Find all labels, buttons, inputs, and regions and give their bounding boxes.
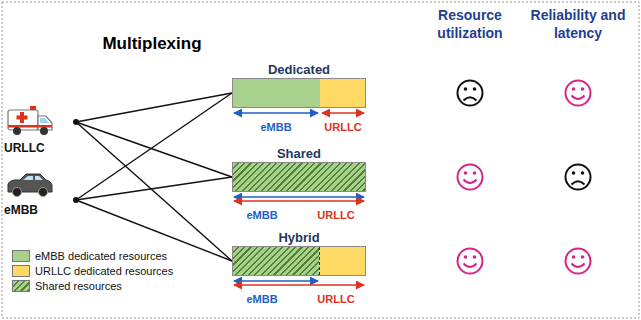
legend-text: eMBB dedicated resources: [35, 250, 167, 262]
traffic-source: eMBB: [4, 170, 76, 218]
legend-swatch: [12, 280, 30, 292]
urllc-span: [234, 200, 364, 202]
legend-row: Shared resources: [12, 280, 173, 292]
legend-row: URLLC dedicated resources: [12, 265, 173, 277]
scheme-heading: Hybrid: [232, 230, 366, 246]
happy-face: [458, 249, 483, 274]
wheel: [13, 127, 21, 135]
resource-part: [320, 79, 365, 107]
label-slot: eMBB: [246, 117, 306, 135]
resource-bar: [232, 162, 366, 192]
sad-face: [458, 81, 483, 106]
resource-part: [319, 247, 365, 275]
label-slot: URLLC: [306, 289, 366, 307]
junction-dot: [73, 197, 79, 203]
label-slot: eMBB: [232, 289, 292, 307]
multiplex-link: [76, 93, 232, 122]
legend-row: eMBB dedicated resources: [12, 250, 173, 262]
happy-face: [566, 249, 591, 274]
span-arrows: [234, 113, 364, 285]
label-slot: Resource utilization: [414, 6, 526, 42]
resource-block: Shared: [232, 146, 366, 192]
multiplex-link: [76, 122, 232, 177]
wheel: [13, 188, 22, 197]
label-slot: Multiplexing: [82, 34, 222, 54]
multiplex-link: [76, 93, 232, 200]
resource-part: [233, 79, 320, 107]
diagram-title: Multiplexing: [102, 34, 201, 53]
label-slot: URLLC: [306, 205, 366, 223]
wheel: [39, 188, 48, 197]
happy-face: [458, 165, 483, 190]
scheme-heading: Shared: [232, 146, 366, 162]
embb-span: [234, 196, 364, 198]
urllc-span: [322, 112, 364, 114]
sad-face: [566, 165, 591, 190]
legend-text: Shared resources: [35, 280, 122, 292]
legend-text: URLLC dedicated resources: [35, 265, 173, 277]
red-cross: [17, 116, 28, 120]
resource-bar: [232, 78, 366, 108]
resource-bar: [232, 246, 366, 276]
siren: [30, 106, 36, 110]
happy-face: [566, 81, 591, 106]
span-label: eMBB: [246, 209, 277, 221]
span-label: URLLC: [317, 293, 354, 305]
ambulance-icon: [8, 106, 52, 135]
ambulance-stripe: [8, 125, 52, 128]
span-label: URLLC: [324, 121, 361, 133]
resource-part: [233, 163, 365, 191]
urllc-span: [234, 284, 364, 286]
label-slot: URLLC: [313, 117, 373, 135]
legend: eMBB dedicated resourcesURLLC dedicated …: [12, 250, 173, 295]
embb-span: [234, 280, 318, 282]
label-slot: Reliability and latency: [518, 6, 638, 42]
legend-swatch: [12, 265, 30, 277]
column-heading: Resource utilization: [437, 7, 502, 41]
source-label: URLLC: [4, 140, 76, 156]
source-label: eMBB: [4, 202, 76, 218]
span-label: URLLC: [317, 209, 354, 221]
scheme-heading: Dedicated: [232, 62, 366, 78]
resource-block: Hybrid: [232, 230, 366, 276]
ambulance-window: [40, 118, 49, 123]
legend-swatch: [12, 250, 30, 262]
span-label: eMBB: [260, 121, 291, 133]
junction-dot: [73, 119, 79, 125]
multiplex-link: [76, 122, 232, 261]
resource-block: Dedicated: [232, 62, 366, 108]
car-icon: [8, 174, 52, 197]
embb-span: [234, 112, 318, 114]
resource-part: [233, 247, 319, 275]
multiplex-link: [76, 177, 232, 200]
column-heading: Reliability and latency: [531, 7, 626, 41]
wheel: [40, 127, 48, 135]
span-label: eMBB: [246, 293, 277, 305]
car-window: [23, 176, 33, 180]
traffic-source: URLLC: [4, 102, 76, 156]
label-slot: eMBB: [232, 205, 292, 223]
car-window: [35, 176, 43, 180]
